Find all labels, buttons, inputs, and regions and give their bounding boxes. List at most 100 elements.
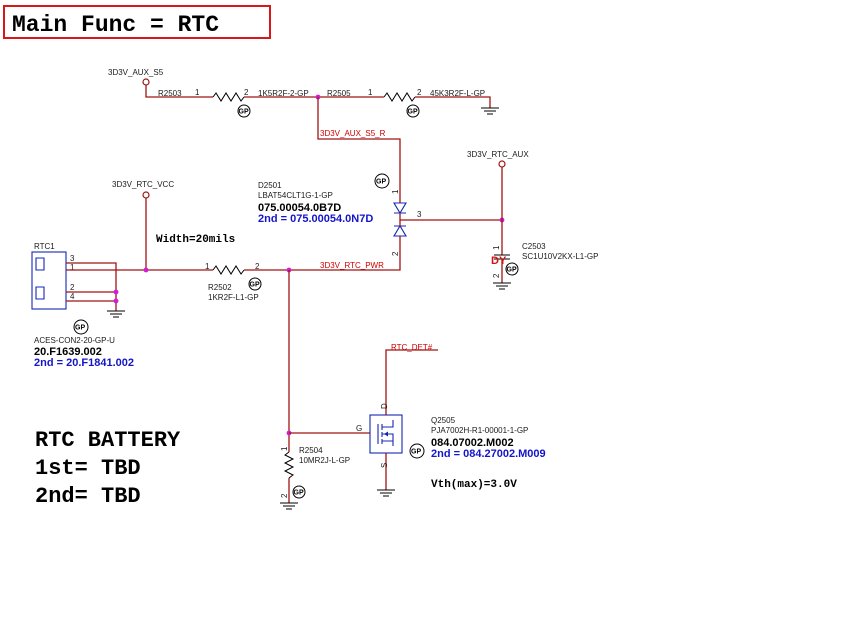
d2501-part: LBAT54CLT1G-1-GP	[258, 191, 333, 200]
q2505-drain-label: D	[380, 403, 389, 409]
c2503-part: SC1U10V2KX-L1-GP	[522, 252, 598, 261]
r2505-pin1: 1	[368, 88, 373, 97]
rtc1-second-source: 2nd = 20.F1841.002	[34, 357, 134, 369]
net-label-rtc-det: RTC_DET#	[391, 343, 433, 352]
d2501-upper-diode-symbol	[393, 202, 407, 215]
ground-symbol-rtc1	[107, 310, 125, 318]
width-note: Width=20mils	[156, 234, 235, 246]
svg-text:GP: GP	[75, 325, 85, 332]
r2502-resistor-symbol	[212, 265, 245, 275]
rtc1-gp-icon: GP	[73, 319, 89, 335]
title-box	[3, 5, 271, 39]
svg-text:GP: GP	[250, 282, 260, 289]
q2505-mosfet-symbol	[377, 420, 394, 446]
c2503-dy-mark: DY	[491, 255, 507, 267]
battery-note-title: RTC BATTERY	[35, 428, 181, 453]
q2505-pn: 084.07002.M002	[431, 437, 514, 449]
r2505-ref: R2505	[327, 89, 351, 98]
r2503-ref: R2503	[158, 89, 182, 98]
wire-r2505-gnd	[370, 96, 491, 108]
junction-rtc1-pin4	[113, 298, 119, 304]
r2505-gp-icon: GP	[406, 104, 420, 118]
svg-text:GP: GP	[411, 449, 421, 456]
rtc1-pin-1: 1	[70, 263, 75, 272]
r2504-resistor-symbol	[283, 451, 295, 479]
wire-rtc-pwr	[244, 236, 401, 271]
r2505-resistor-symbol	[383, 92, 416, 102]
wire-aux-s5-r	[317, 97, 401, 203]
r2503-pin1: 1	[195, 88, 200, 97]
net-label-rtc-pwr: 3D3V_RTC_PWR	[320, 261, 384, 270]
wire-rtc1-pin3	[66, 262, 117, 311]
r2502-pin1: 1	[205, 262, 210, 271]
wire-rtc1-gnd-pins	[66, 291, 116, 302]
r2504-pin2: 2	[280, 493, 289, 498]
r2503-pin2: 2	[244, 88, 249, 97]
net-label-rtc-aux: 3D3V_RTC_AUX	[467, 150, 529, 159]
wire-q2505-drain-source	[385, 349, 438, 490]
q2505-gp-icon: GP	[409, 443, 425, 459]
ground-symbol-r2504	[280, 502, 298, 510]
d2501-pin1: 1	[391, 189, 400, 194]
net-label-aux-s5-r: 3D3V_AUX_S5_R	[320, 129, 386, 138]
c2503-pin2: 2	[492, 273, 501, 278]
rtc1-ref: RTC1	[34, 242, 55, 251]
rtc1-pin-3: 3	[70, 254, 75, 263]
rtc1-pin-2: 2	[70, 283, 75, 292]
net-label-rtc-vcc: 3D3V_RTC_VCC	[112, 180, 174, 189]
svg-text:GP: GP	[507, 267, 517, 274]
d2501-pn: 075.00054.0B7D	[258, 202, 341, 214]
rtc1-connector-body	[31, 251, 67, 310]
c2503-pin1: 1	[492, 245, 501, 250]
battery-note-second: 2nd= TBD	[35, 484, 141, 509]
page-title: Main Func = RTC	[12, 12, 219, 38]
battery-note-first: 1st= TBD	[35, 456, 141, 481]
c2503-gp-icon: GP	[505, 262, 519, 276]
r2505-part: 45K3R2F-L-GP	[430, 89, 485, 98]
r2504-gp-icon: GP	[292, 485, 306, 499]
net-label-aux-s5: 3D3V_AUX_S5	[108, 68, 164, 77]
r2504-pin1: 1	[280, 446, 289, 451]
q2505-ref: Q2505	[431, 416, 456, 425]
d2501-gp-icon: GP	[374, 173, 390, 189]
q2505-gate-label: G	[356, 424, 362, 433]
c2503-ref: C2503	[522, 242, 546, 251]
junction-rtc-vcc	[143, 267, 149, 273]
rtc1-part: ACES-CON2-20-GP-U	[34, 336, 115, 345]
r2503-resistor-symbol	[212, 92, 245, 102]
q2505-arrow	[384, 431, 388, 437]
d2501-lower-diode-symbol	[393, 224, 407, 237]
rtc1-pin-4: 4	[70, 292, 75, 301]
rtc1-connector-latches	[35, 257, 45, 300]
junction-rtc1-pin2	[113, 289, 119, 295]
r2503-gp-icon: GP	[237, 104, 251, 118]
r2502-gp-icon: GP	[248, 277, 262, 291]
rtc-vcc-power-symbol	[142, 191, 150, 199]
r2502-pin2: 2	[255, 262, 260, 271]
r2502-part: 1KR2F-L1-GP	[208, 293, 259, 302]
svg-text:GP: GP	[294, 490, 304, 497]
svg-text:GP: GP	[376, 179, 386, 186]
r2503-part: 1K5R2F-2-GP	[258, 89, 309, 98]
d2501-pin3: 3	[417, 210, 422, 219]
q2505-second-source: 2nd = 084.27002.M009	[431, 448, 546, 460]
wire-aux-s5	[145, 85, 213, 98]
r2504-part: 10MR2J-L-GP	[299, 456, 350, 465]
ground-symbol-q2505	[377, 489, 395, 497]
d2501-ref: D2501	[258, 181, 282, 190]
q2505-source-label: S	[380, 463, 389, 468]
svg-text:GP: GP	[239, 109, 249, 116]
rtc1-pn: 20.F1639.002	[34, 346, 102, 358]
q2505-vth: Vth(max)=3.0V	[431, 479, 517, 491]
aux-s5-power-symbol	[142, 78, 150, 86]
r2505-pin2: 2	[417, 88, 422, 97]
svg-text:GP: GP	[408, 109, 418, 116]
ground-symbol-r2505	[481, 107, 499, 115]
ground-symbol-c2503	[493, 282, 511, 290]
q2505-part: PJA7002H-R1-00001-1-GP	[431, 426, 528, 435]
r2502-ref: R2502	[208, 283, 232, 292]
rtc-aux-power-symbol	[498, 160, 506, 168]
r2504-ref: R2504	[299, 446, 323, 455]
d2501-second-source: 2nd = 075.00054.0N7D	[258, 213, 373, 225]
